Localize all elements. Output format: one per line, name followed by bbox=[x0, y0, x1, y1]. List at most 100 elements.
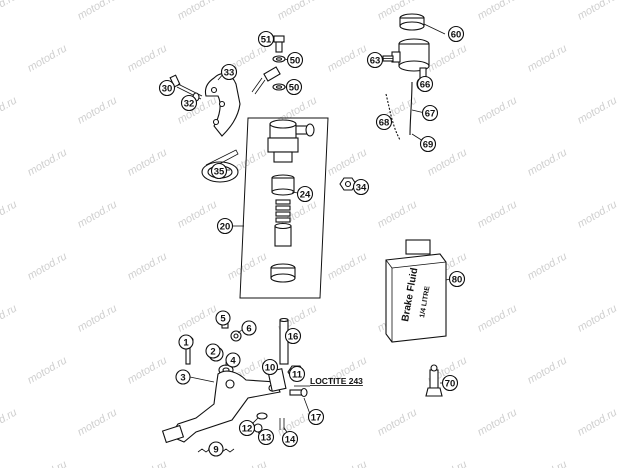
watermark-text: motod.ru bbox=[76, 94, 120, 126]
brake-hose-left bbox=[385, 93, 401, 141]
callout-number: 17 bbox=[311, 412, 322, 423]
watermark-text: motod.ru bbox=[126, 458, 170, 468]
watermark-text: motod.ru bbox=[326, 42, 370, 74]
watermark-text: motod.ru bbox=[26, 42, 70, 74]
callout-circle bbox=[210, 162, 228, 180]
hex-nut bbox=[339, 177, 357, 191]
callout-circle bbox=[284, 327, 302, 345]
callout-number: 6 bbox=[246, 323, 251, 334]
watermark-text: motod.ru bbox=[476, 198, 520, 230]
brake-fluid-bottle bbox=[385, 239, 447, 343]
callout-number: 80 bbox=[452, 274, 463, 285]
callout-34: 34 bbox=[352, 178, 370, 196]
watermark-text: motod.ru bbox=[376, 198, 420, 230]
callout-67: 67 bbox=[421, 104, 439, 122]
callout-circle bbox=[419, 135, 437, 153]
watermark-text: motod.ru bbox=[26, 354, 70, 386]
watermark-text: motod.ru bbox=[126, 354, 170, 386]
callout-35: 35 bbox=[210, 162, 228, 180]
callout-circle bbox=[288, 365, 306, 383]
watermark-text: motod.ru bbox=[526, 146, 570, 178]
callout-number: 13 bbox=[261, 432, 272, 443]
watermark-text: motod.ru bbox=[0, 302, 19, 334]
callout-circle bbox=[307, 408, 325, 426]
callout-layer: 6051505033303263666867693524342080561612… bbox=[158, 25, 466, 457]
watermark-text: motod.ru bbox=[126, 146, 170, 178]
callout-circle bbox=[261, 358, 279, 376]
master-cylinder-body bbox=[267, 119, 315, 163]
callout-number: 5 bbox=[220, 313, 226, 324]
watermark-text: motod.ru bbox=[0, 0, 19, 23]
callout-number: 34 bbox=[356, 182, 367, 193]
callout-circle bbox=[158, 79, 176, 97]
washer-13 bbox=[253, 423, 263, 433]
callout-2: 2 bbox=[205, 343, 221, 359]
callout-circle bbox=[286, 51, 304, 69]
callout-number: 60 bbox=[451, 29, 462, 40]
callout-10: 10 bbox=[261, 358, 279, 376]
washer-12 bbox=[256, 412, 268, 420]
watermark-text: motod.ru bbox=[476, 94, 520, 126]
spacer bbox=[230, 330, 242, 342]
callout-number: 3 bbox=[180, 372, 185, 383]
watermark-text: motod.ru bbox=[176, 302, 220, 334]
callout-number: 11 bbox=[292, 369, 303, 380]
brake-hose-right bbox=[409, 81, 413, 136]
watermark-text: motod.ru bbox=[326, 146, 370, 178]
callout-number: 1 bbox=[183, 337, 189, 348]
watermark-text: motod.ru bbox=[426, 458, 470, 468]
watermark-text: motod.ru bbox=[526, 42, 570, 74]
callout-number: 50 bbox=[290, 55, 301, 66]
watermark-text: motod.ru bbox=[476, 302, 520, 334]
callout-11: 11 bbox=[288, 365, 306, 383]
watermark-text: motod.ru bbox=[276, 0, 320, 23]
watermark-text: motod.ru bbox=[426, 146, 470, 178]
watermark-text: motod.ru bbox=[76, 406, 120, 438]
watermark-text: motod.ru bbox=[576, 198, 620, 230]
callout-circle bbox=[208, 441, 224, 457]
callout-4: 4 bbox=[225, 352, 241, 368]
callout-circle bbox=[257, 30, 275, 48]
watermark-text: motod.ru bbox=[126, 42, 170, 74]
callout-3: 3 bbox=[175, 369, 191, 385]
watermark-text: motod.ru bbox=[176, 198, 220, 230]
callout-70: 70 bbox=[441, 374, 459, 392]
watermark-text: motod.ru bbox=[226, 250, 270, 282]
callout-number: 9 bbox=[213, 444, 218, 455]
callout-circle bbox=[225, 352, 241, 368]
callout-number: 68 bbox=[379, 117, 390, 128]
watermark-text: motod.ru bbox=[26, 250, 70, 282]
callout-14: 14 bbox=[281, 430, 299, 448]
banjo-fitting bbox=[251, 66, 281, 95]
callout-number: 63 bbox=[370, 55, 381, 66]
watermark-text: motod.ru bbox=[76, 0, 120, 23]
callout-51: 51 bbox=[257, 30, 275, 48]
watermark-text: motod.ru bbox=[426, 42, 470, 74]
watermark-text: motod.ru bbox=[26, 458, 70, 468]
watermark-text: motod.ru bbox=[126, 250, 170, 282]
watermark-text: motod.ru bbox=[226, 458, 270, 468]
callout-circle bbox=[216, 217, 234, 235]
callout-number: 32 bbox=[184, 98, 195, 109]
callout-5: 5 bbox=[215, 310, 231, 326]
callout-circle bbox=[241, 320, 257, 336]
watermark-text: motod.ru bbox=[476, 0, 520, 23]
watermark-text: motod.ru bbox=[576, 406, 620, 438]
watermark-text: motod.ru bbox=[376, 406, 420, 438]
callout-number: 30 bbox=[162, 83, 173, 94]
master-cylinder-group-frame bbox=[239, 117, 329, 299]
watermark-text: motod.ru bbox=[176, 0, 220, 23]
watermark-text: motod.ru bbox=[76, 198, 120, 230]
callout-number: 33 bbox=[224, 67, 235, 78]
watermark-text: motod.ru bbox=[0, 406, 19, 438]
callout-16: 16 bbox=[284, 327, 302, 345]
watermark-text: motod.ru bbox=[576, 302, 620, 334]
callout-63: 63 bbox=[366, 51, 384, 69]
callout-number: 16 bbox=[288, 331, 299, 342]
callout-circle bbox=[296, 185, 314, 203]
callout-circle bbox=[175, 369, 191, 385]
watermark-text: motod.ru bbox=[576, 0, 620, 23]
piston bbox=[274, 222, 292, 247]
